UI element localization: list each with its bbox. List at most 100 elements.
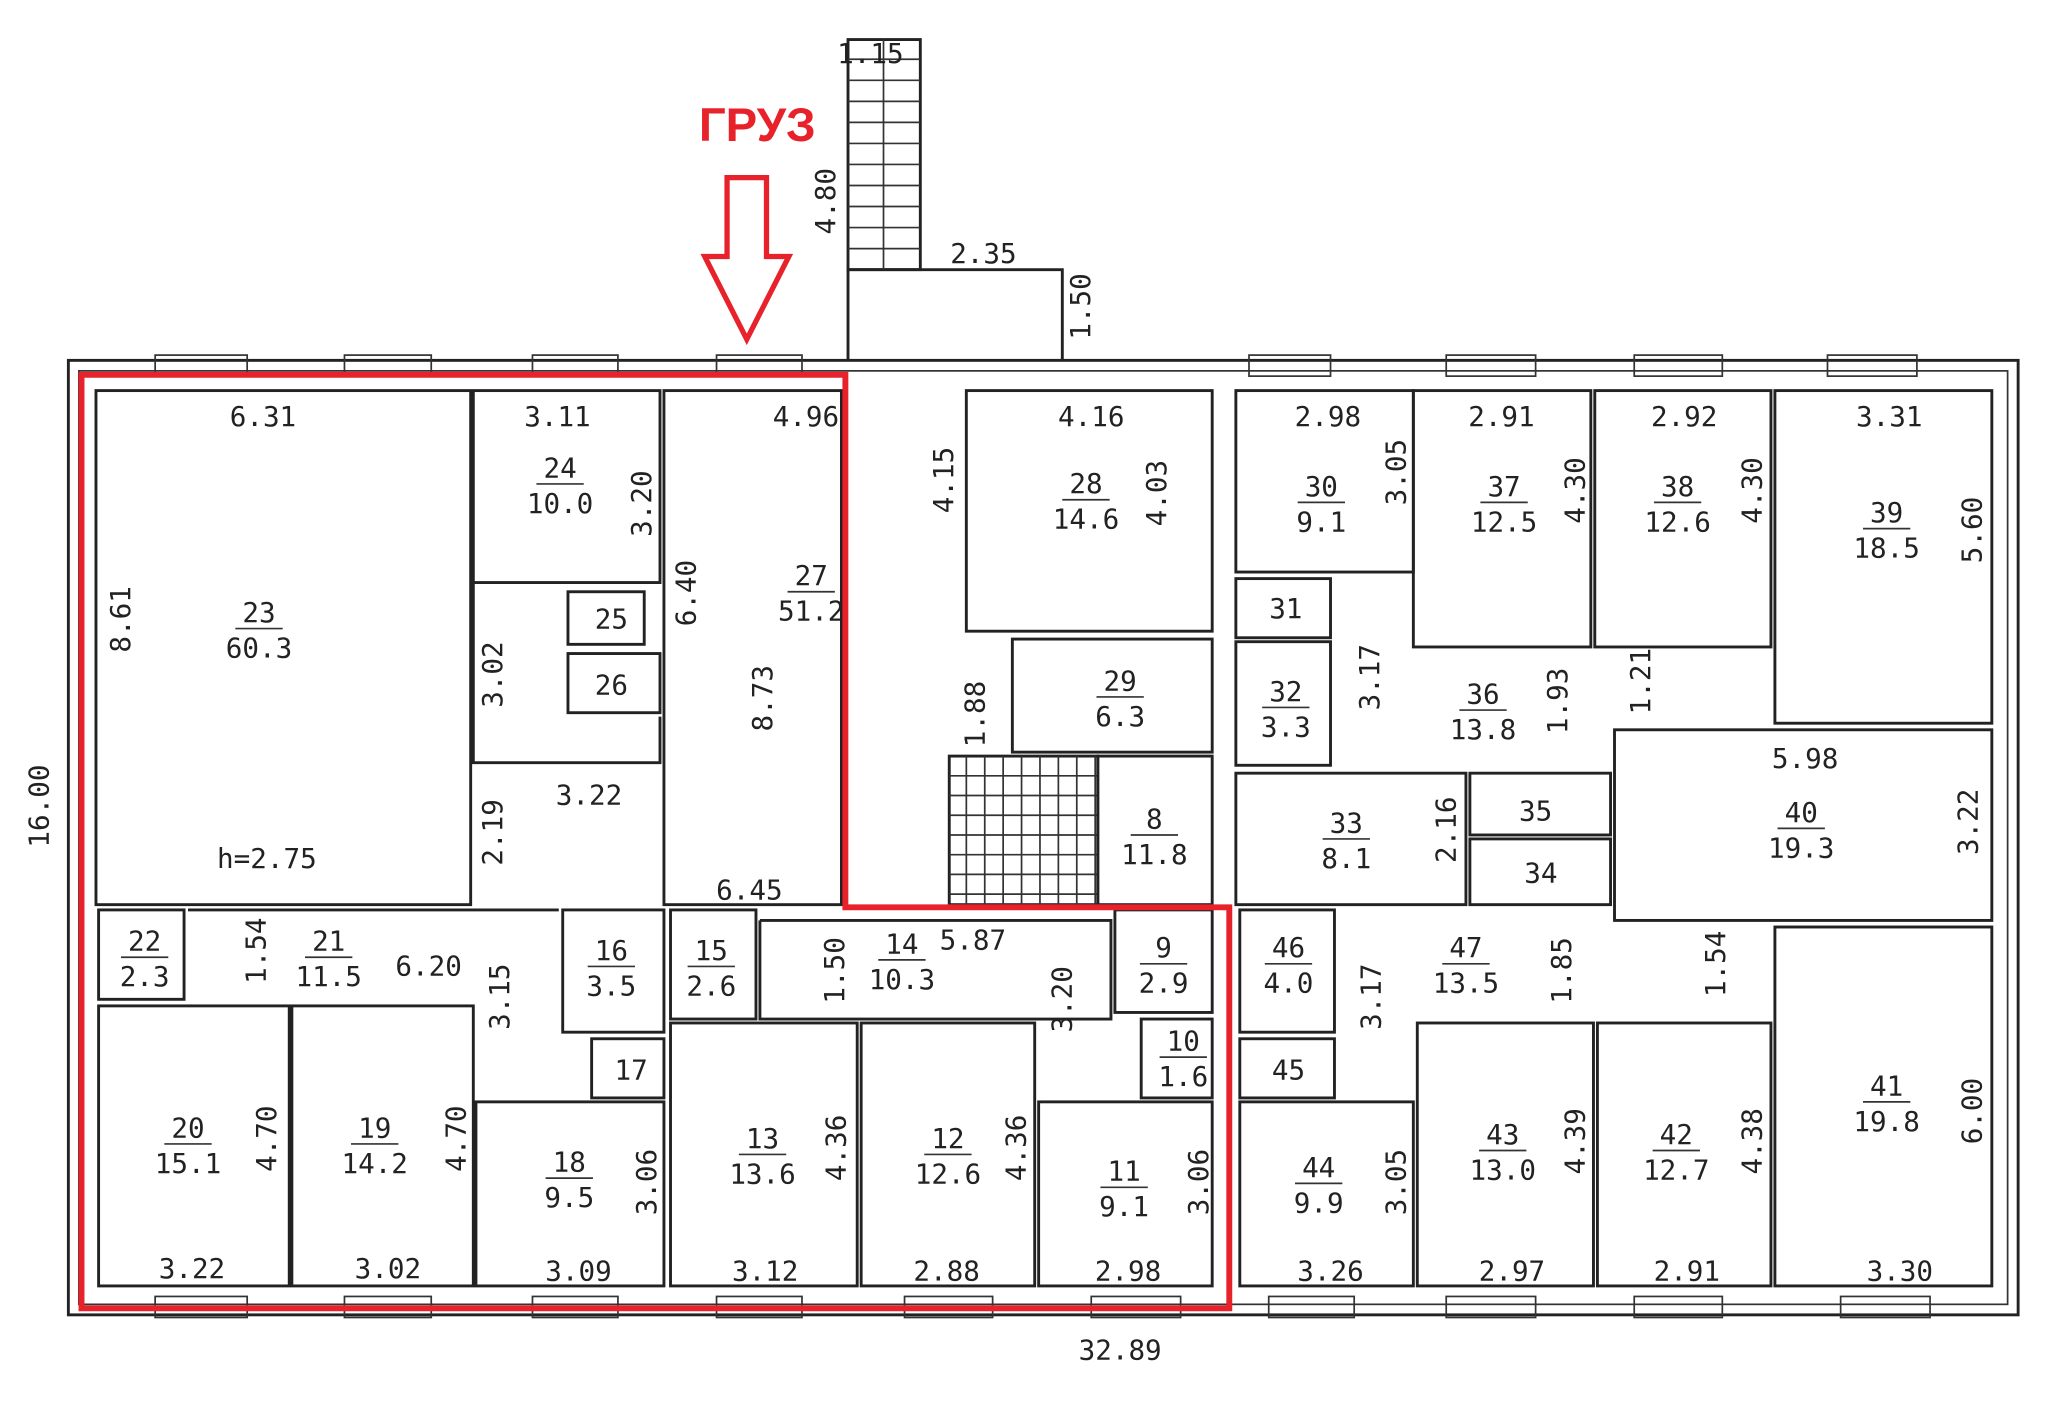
dimension-label: 1.15 [837,37,903,70]
room-number: 8 [1146,802,1163,835]
room-number: 9 [1155,931,1172,964]
room-number: 30 [1305,470,1338,503]
dimension-label: 6.45 [716,873,782,906]
dimension-label: 3.05 [1379,439,1412,505]
dimension-label: 2.16 [1429,796,1462,862]
ceiling-height-note: h=2.75 [217,842,317,875]
room-area: 12.6 [915,1157,981,1190]
room-area: 13.5 [1433,967,1499,1000]
room-25: 25 [595,603,628,636]
dimension-label: 3.06 [1182,1149,1215,1215]
room-area: 51.2 [778,595,844,628]
room-area: 12.6 [1644,505,1710,538]
window [1248,354,1332,377]
room-area: 19.3 [1768,831,1834,864]
room-area: 10.3 [869,963,935,996]
dimension-label: 1.21 [1624,648,1657,714]
room-wall [474,1100,666,1288]
dimension-label: 3.11 [524,400,590,433]
room-26: 26 [595,668,628,701]
room-area: 2.3 [120,960,170,993]
room-22: 222.3 [120,925,170,993]
window [1267,1295,1356,1319]
room-wall [669,1021,859,1288]
room-area: 12.5 [1471,505,1537,538]
dimension-label: 3.02 [476,641,509,707]
dimension-label: 3.20 [625,470,658,536]
room-area: 3.5 [586,969,636,1002]
room-wall [1593,389,1773,649]
dimension-label: 3.20 [1046,966,1079,1032]
room-15: 152.6 [686,934,736,1002]
room-area: 9.1 [1099,1190,1149,1223]
room-number: 14 [885,927,918,960]
room-number: 34 [1524,856,1557,889]
room-area: 13.8 [1450,713,1516,746]
dimension-label: 3.05 [1379,1149,1412,1215]
room-outlines [94,389,1994,1288]
room-area: 13.6 [729,1157,795,1190]
window [1633,354,1724,377]
room-number: 41 [1870,1069,1903,1102]
room-wall [1234,771,1468,907]
room-wall [97,908,186,1001]
room-number: 20 [171,1111,204,1144]
room-number: 15 [695,934,728,967]
dimension-label: 4.36 [999,1115,1032,1181]
room-9: 92.9 [1139,931,1189,999]
room-46: 464.0 [1264,931,1314,999]
room-number: 22 [128,925,161,958]
dimension-label: 32.89 [1079,1334,1162,1367]
dimension-label: 2.35 [950,237,1016,270]
room-number: 46 [1272,931,1305,964]
room-wall [964,389,1214,633]
room-wall [566,652,662,715]
dimension-label: 4.70 [439,1105,472,1171]
dimension-label: 3.09 [545,1255,611,1288]
room-11: 119.1 [1099,1155,1149,1223]
room-44: 449.9 [1294,1151,1344,1219]
room-33: 338.1 [1321,806,1371,874]
room-45: 45 [1272,1054,1305,1087]
room-area: 11.5 [295,960,361,993]
room-area: 18.5 [1853,532,1919,565]
room-wall [1010,637,1214,754]
room-wall [758,918,1113,1021]
room-number: 35 [1519,795,1552,828]
room-number: 26 [595,668,628,701]
dimension-label: 3.12 [732,1255,798,1288]
dimension-label: 2.19 [476,799,509,865]
room-wall [1415,1021,1595,1288]
dimension-label: 3.22 [1951,789,1984,855]
dimension-label: 4.15 [927,447,960,513]
room-wall [471,389,662,584]
arrow-down-icon [700,174,794,346]
room-number: 29 [1104,664,1137,697]
room-wall [669,908,758,1021]
room-number: 47 [1449,931,1482,964]
room-area: 15.1 [155,1147,221,1180]
room-number: 32 [1269,675,1302,708]
dimension-label: 4.80 [809,168,842,234]
room-area: 6.3 [1095,700,1145,733]
dimension-label: 1.85 [1545,937,1578,1003]
room-wall [561,908,666,1034]
dimension-label: 4.16 [1058,400,1124,433]
window [1826,354,1918,377]
room-wall [1595,1021,1773,1288]
room-number: 38 [1661,470,1694,503]
dimension-label: 5.87 [940,923,1006,956]
room-area: 19.8 [1853,1105,1919,1138]
dimension-label: 2.98 [1295,400,1361,433]
room-18: 189.5 [544,1146,594,1214]
